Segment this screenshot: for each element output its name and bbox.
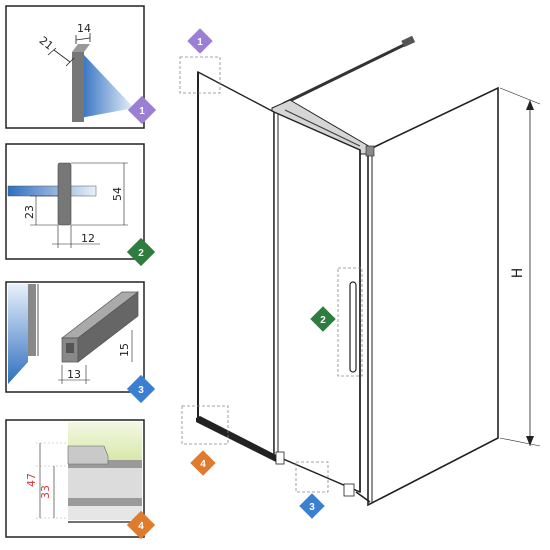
svg-text:3: 3 <box>138 385 144 396</box>
panel-1-profile-top <box>72 44 90 52</box>
detail-panel-2: 54 23 12 <box>5 143 145 260</box>
panel-2-dim-23: 23 <box>23 205 36 219</box>
panel-2-dim-12: 12 <box>81 232 95 245</box>
callout-badge-2: 2 <box>310 306 336 332</box>
side-glass-panel <box>367 86 499 507</box>
panel-2-dim-54: 54 <box>111 187 124 201</box>
panel-1-dim-14: 14 <box>77 22 91 35</box>
badge-panel-4: 4 <box>126 510 156 540</box>
svg-text:3: 3 <box>309 502 315 513</box>
detail-panel-3: 15 13 <box>5 281 145 393</box>
panel-3-glass <box>8 284 28 384</box>
svg-text:1: 1 <box>139 106 145 117</box>
panel-2-handle <box>57 162 72 226</box>
svg-text:1: 1 <box>197 37 203 48</box>
panel-3-dim-15: 15 <box>118 343 131 357</box>
panel-3-wall-profile <box>28 284 36 356</box>
svg-text:4: 4 <box>138 521 144 532</box>
callout-box-1 <box>179 56 221 94</box>
svg-text:2: 2 <box>138 248 144 259</box>
stabilizer-bar <box>282 40 411 106</box>
callout-box-4 <box>181 405 229 445</box>
callout-badge-1: 1 <box>187 28 213 54</box>
svg-text:4: 4 <box>200 459 206 470</box>
panel-4-dim-47: 47 <box>25 473 38 487</box>
svg-text:2: 2 <box>320 315 326 326</box>
panel-1-profile <box>72 52 84 122</box>
door-handle <box>349 281 357 373</box>
panel-4-dim-33: 33 <box>39 485 52 499</box>
height-label: H <box>510 268 526 279</box>
detail-panel-1: 14 21 <box>5 5 145 129</box>
panel-3-rail-side <box>77 291 139 363</box>
callout-box-2 <box>337 267 363 377</box>
panel-1-glass <box>80 55 134 118</box>
panel-2-glass <box>7 185 97 197</box>
panel-3-dim-13: 13 <box>67 368 81 381</box>
shower-enclosure-drawing: H <box>179 35 541 507</box>
callout-box-3 <box>295 461 329 493</box>
fixed-glass-panel <box>197 70 275 457</box>
sliding-door <box>273 110 361 494</box>
callout-badge-3: 3 <box>299 493 325 519</box>
callout-badge-4: 4 <box>190 450 216 476</box>
bottom-rail <box>196 416 282 462</box>
detail-panel-4: 47 33 <box>5 419 145 538</box>
